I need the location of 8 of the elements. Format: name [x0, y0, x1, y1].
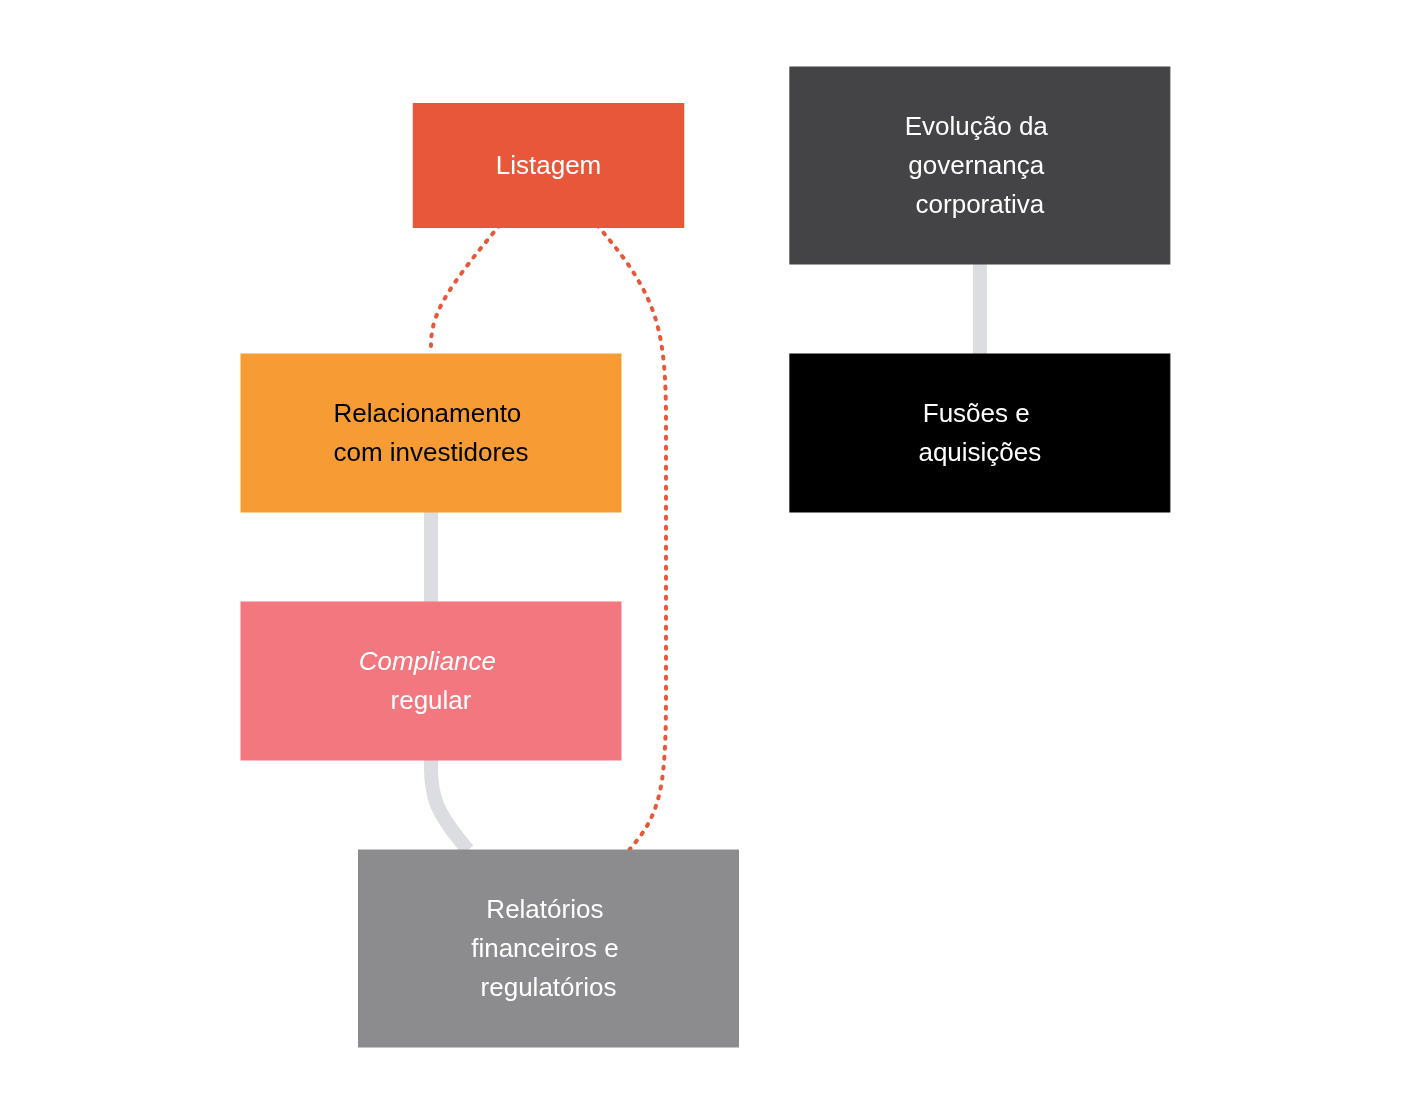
- node-box: Evolução da governança corporativa: [789, 66, 1171, 264]
- node-box: Relacionamento com investidores: [240, 353, 622, 512]
- node-box: Listagem: [412, 102, 685, 228]
- node-box: Fusões e aquisições: [789, 353, 1171, 512]
- connector: [424, 511, 439, 602]
- node-box: Relatórios financeiros e regulatórios: [358, 849, 740, 1047]
- node-box: Compliance regular: [240, 601, 622, 760]
- connector: [972, 263, 987, 354]
